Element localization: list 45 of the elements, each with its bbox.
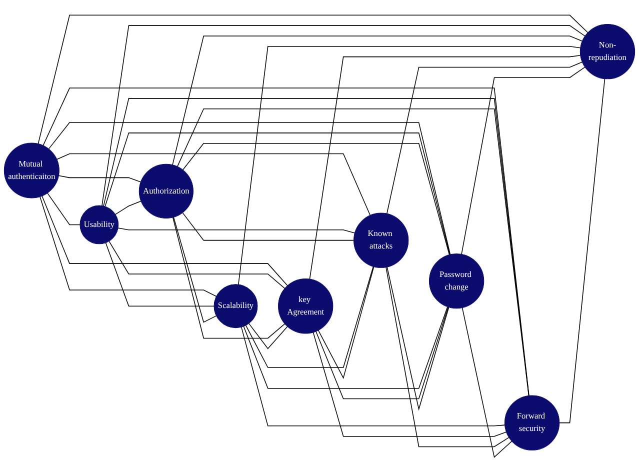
connector (312, 332, 507, 438)
connector (238, 46, 581, 286)
connector (56, 154, 371, 216)
connector (38, 15, 588, 145)
connector (182, 143, 450, 256)
connector (386, 266, 450, 412)
connector (173, 217, 217, 324)
connector (309, 55, 581, 280)
connector (318, 266, 374, 380)
connector (47, 193, 80, 226)
connector (245, 266, 374, 368)
connector (176, 108, 530, 396)
connector (462, 308, 512, 458)
node-circle (214, 284, 258, 328)
node-circle (4, 143, 60, 199)
connector (104, 132, 450, 256)
connector (42, 88, 530, 396)
connector (172, 36, 583, 166)
connector (240, 327, 506, 427)
connector (40, 196, 217, 298)
connector (118, 228, 356, 234)
connector (105, 242, 214, 307)
connector (182, 212, 354, 242)
connector (243, 306, 448, 390)
node-circle (428, 254, 484, 309)
connector (108, 241, 286, 290)
connector (103, 98, 530, 396)
connector (114, 201, 142, 216)
connector (42, 196, 288, 286)
node-circle (580, 24, 636, 80)
connector (102, 26, 586, 206)
node-circle (504, 396, 560, 451)
complete-graph-diagram: Mutual authenticaiton Usability Authorization Scalability key Agreement Known attacks Password change Forward security Non-repudiation (0, 11, 639, 462)
connector (386, 62, 583, 214)
node-circle (354, 213, 409, 268)
connector (172, 217, 286, 339)
connector (461, 67, 586, 255)
connector (316, 307, 449, 400)
node-circle (80, 206, 119, 244)
node-circle (138, 164, 194, 219)
node-circle (278, 278, 334, 334)
connector (386, 267, 510, 448)
connector (558, 78, 606, 424)
connector (48, 122, 451, 256)
connector (58, 176, 142, 183)
